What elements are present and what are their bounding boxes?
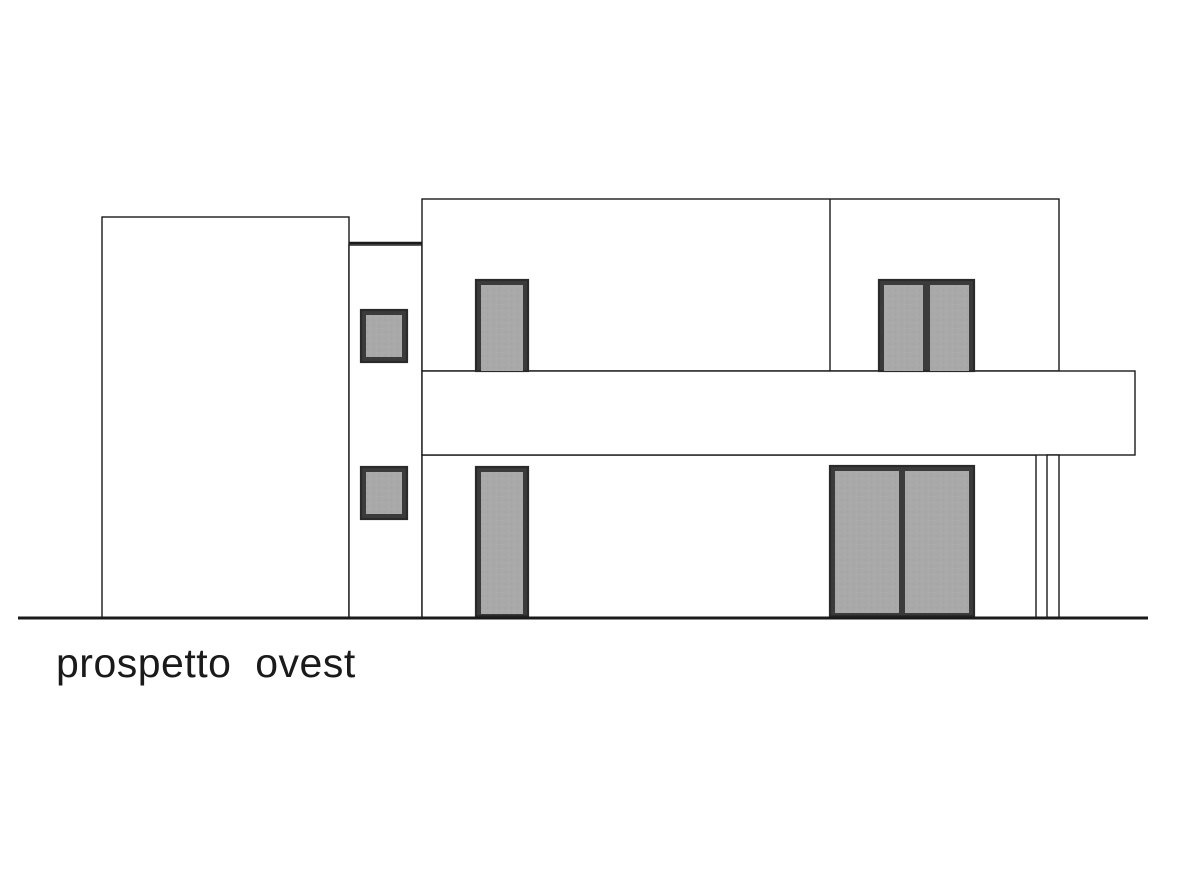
connector-block-facade bbox=[348, 244, 423, 619]
small-window-lower bbox=[359, 465, 409, 521]
ground-single-door bbox=[474, 465, 530, 618]
balcony-slab bbox=[421, 370, 1136, 456]
upper-double-door bbox=[877, 278, 976, 373]
left-block-facade bbox=[101, 216, 350, 619]
upper-single-door bbox=[474, 278, 530, 373]
ground-sliding-door bbox=[828, 464, 976, 618]
support-column bbox=[1046, 454, 1060, 619]
drawing-caption: prospetto ovest bbox=[56, 640, 356, 686]
small-window-upper bbox=[359, 308, 409, 364]
